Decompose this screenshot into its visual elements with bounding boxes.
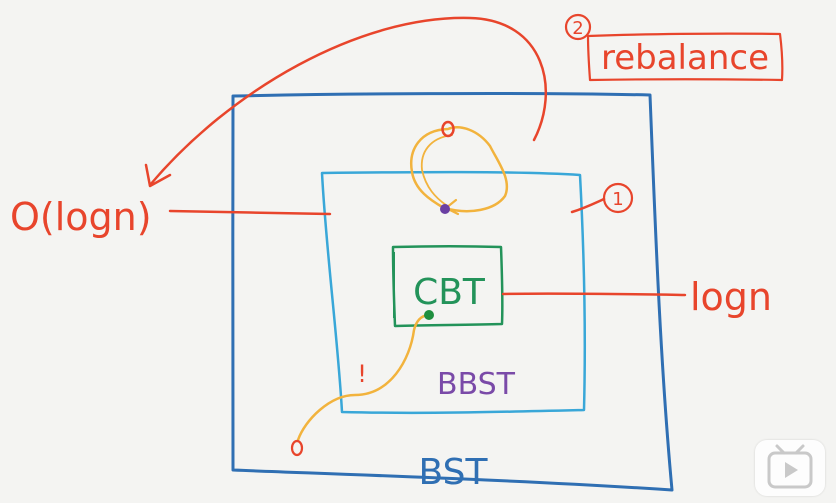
arrowhead-left — [144, 163, 172, 188]
bst-box — [231, 91, 674, 492]
bst-label: BST — [419, 452, 489, 493]
cbt-label: CBT — [413, 272, 486, 313]
rebalance-box — [586, 32, 784, 82]
play-icon — [767, 444, 813, 489]
exclamation-mark: ! — [357, 360, 367, 388]
rebalance-label: rebalance — [601, 38, 769, 78]
rebalance-arrow — [148, 16, 547, 187]
step-one-label: 1 — [612, 189, 623, 210]
rebalance-loop-path — [410, 126, 508, 213]
bbst-label: BBST — [437, 367, 516, 402]
cbt-height-label: logn — [690, 275, 772, 319]
step-two-marker — [564, 13, 592, 41]
step-one-connector — [570, 197, 606, 214]
video-play-button[interactable] — [755, 440, 825, 496]
bottom-node — [290, 439, 304, 457]
step-one-marker — [602, 182, 634, 214]
rebalance-cost-label: O(logn) — [10, 195, 152, 239]
height-connector — [501, 292, 687, 297]
purple-node — [440, 204, 450, 214]
top-node — [441, 120, 455, 138]
green-node — [424, 310, 434, 320]
rebalance-loop-inner — [420, 134, 453, 206]
cost-connector — [168, 209, 332, 216]
insertion-path — [296, 313, 430, 442]
step-two-label: 2 — [572, 18, 583, 39]
